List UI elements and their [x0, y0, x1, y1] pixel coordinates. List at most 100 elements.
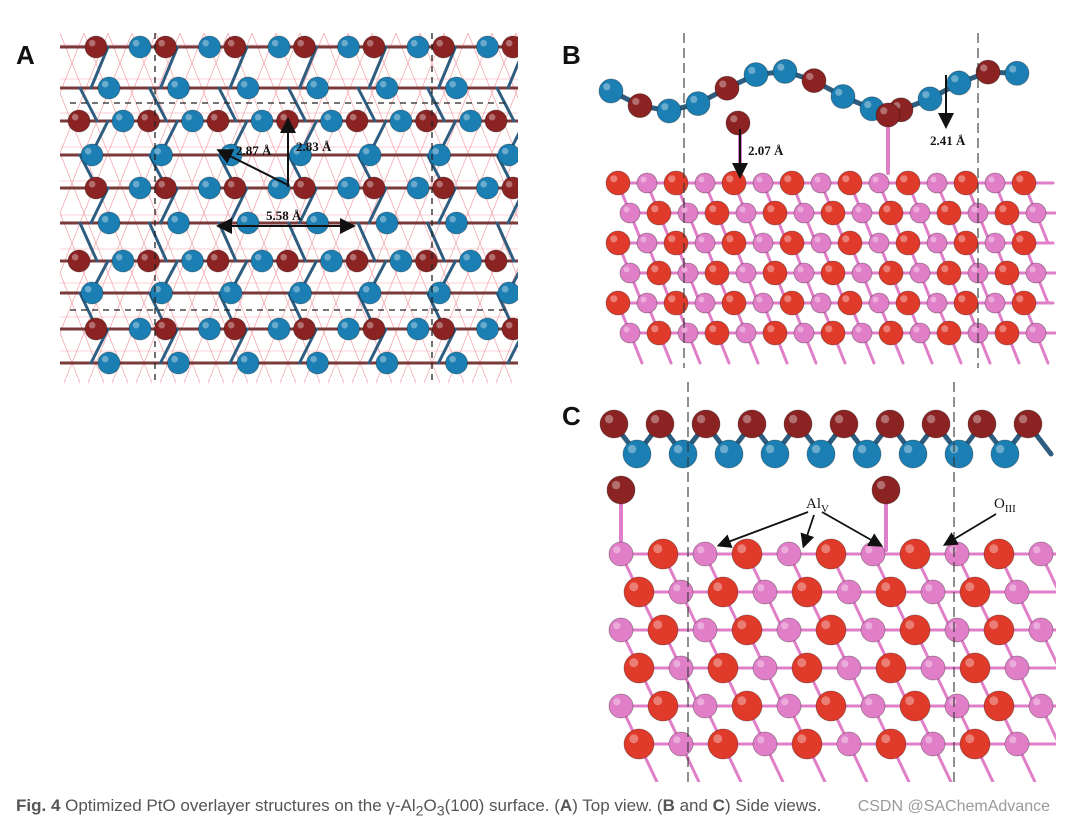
- pt-o-bond: [506, 59, 518, 90]
- aluminum-atom: [851, 322, 873, 344]
- platinum-atom: [497, 143, 518, 167]
- side-view-atoms: [599, 409, 1054, 760]
- mesh-line: [303, 33, 445, 383]
- oxygen-atom: [645, 409, 675, 439]
- caption-panel-ref: A: [559, 796, 573, 815]
- atom-highlight: [784, 295, 792, 303]
- atom-highlight: [71, 253, 79, 261]
- platinum-atom: [198, 35, 221, 59]
- oxygen-atom: [815, 614, 847, 646]
- platinum-atom: [198, 317, 221, 341]
- atom-highlight: [653, 620, 663, 630]
- caption-text: Optimized PtO overlayer structures on th…: [60, 796, 416, 815]
- atom-highlight: [668, 175, 676, 183]
- atom-highlight: [742, 414, 752, 424]
- atom-highlight: [651, 205, 659, 213]
- aluminum-atom: [944, 693, 970, 719]
- atom-highlight: [971, 206, 978, 213]
- aluminum-atom: [668, 655, 694, 681]
- aluminum-atom: [776, 617, 802, 643]
- aluminum-atom: [836, 579, 862, 605]
- platinum-atom: [250, 249, 274, 273]
- platinum-atom: [852, 439, 882, 469]
- distance-label: 2.87 Å: [236, 143, 272, 158]
- aluminum-atom: [836, 655, 862, 681]
- pt-o-bond: [148, 221, 168, 263]
- atom-highlight: [1018, 414, 1028, 424]
- atom-highlight: [88, 321, 96, 329]
- atom-highlight: [930, 296, 937, 303]
- oxygen-atom: [501, 317, 518, 341]
- oxygen-atom: [875, 409, 905, 439]
- atom-highlight: [999, 205, 1007, 213]
- atom-highlight: [958, 295, 966, 303]
- atom-highlight: [297, 39, 304, 47]
- atom-highlight: [1033, 698, 1041, 706]
- pt-o-bond: [159, 45, 179, 90]
- platinum-atom: [358, 143, 382, 167]
- aluminum-atom: [1004, 655, 1030, 681]
- mesh-line: [203, 33, 345, 383]
- oxygen-atom: [432, 176, 455, 200]
- oxygen-atom: [953, 230, 979, 256]
- platinum-atom: [497, 281, 518, 305]
- atom-highlight: [814, 176, 821, 183]
- atom-highlight: [410, 39, 418, 47]
- platinum-atom: [445, 211, 468, 235]
- atom-highlight: [835, 88, 843, 96]
- aluminum-atom: [752, 579, 778, 605]
- atom-highlight: [880, 107, 888, 115]
- oxygen-atom: [953, 290, 979, 316]
- platinum-atom: [97, 211, 121, 235]
- atom-highlight: [271, 39, 279, 47]
- oxygen-atom: [975, 59, 1001, 85]
- atom-highlight: [865, 622, 873, 630]
- atom-highlight: [999, 265, 1007, 273]
- atom-highlight: [971, 266, 978, 273]
- atom-highlight: [603, 83, 611, 91]
- atom-highlight: [673, 584, 681, 592]
- oxygen-atom: [704, 320, 730, 346]
- atom-highlight: [881, 658, 891, 668]
- atom-highlight: [777, 63, 785, 71]
- aluminum-atom: [752, 731, 778, 757]
- atom-highlight: [872, 296, 879, 303]
- atom-highlight: [781, 698, 789, 706]
- oxygen-atom: [362, 317, 386, 341]
- aluminum-atom: [776, 541, 802, 567]
- atom-highlight: [673, 660, 681, 668]
- aluminum-atom: [735, 322, 757, 344]
- oxygen-atom: [345, 109, 369, 133]
- oxygen-atom: [223, 35, 247, 59]
- atom-highlight: [379, 355, 387, 363]
- atom-highlight: [240, 80, 248, 88]
- atom-highlight: [949, 546, 957, 554]
- oxygen-atom: [875, 576, 907, 608]
- platinum-atom: [250, 109, 274, 133]
- oxygen-atom: [627, 93, 653, 119]
- atom-highlight: [881, 582, 891, 592]
- oxygen-atom: [983, 538, 1015, 570]
- caption-text: and: [674, 796, 713, 815]
- atom-highlight: [310, 80, 317, 88]
- atom-highlight: [280, 253, 287, 261]
- pt-o-bond: [228, 45, 249, 90]
- atom-highlight: [872, 176, 879, 183]
- atom-highlight: [419, 253, 426, 261]
- atom-highlight: [610, 295, 618, 303]
- platinum-atom: [358, 281, 382, 305]
- atom-highlight: [698, 236, 705, 243]
- atom-highlight: [271, 321, 279, 329]
- platinum-atom: [236, 211, 260, 235]
- oxygen-atom: [484, 249, 508, 273]
- atom-highlight: [825, 265, 833, 273]
- atom-highlight: [668, 235, 676, 243]
- atom-highlight: [709, 265, 717, 273]
- atom-highlight: [965, 582, 975, 592]
- oxygen-atom: [1011, 290, 1037, 316]
- platinum-atom: [406, 35, 430, 59]
- atom-highlight: [834, 414, 844, 424]
- distance-arrow: [216, 149, 289, 186]
- aluminum-atom: [608, 693, 634, 719]
- oxygen-atom: [67, 109, 91, 133]
